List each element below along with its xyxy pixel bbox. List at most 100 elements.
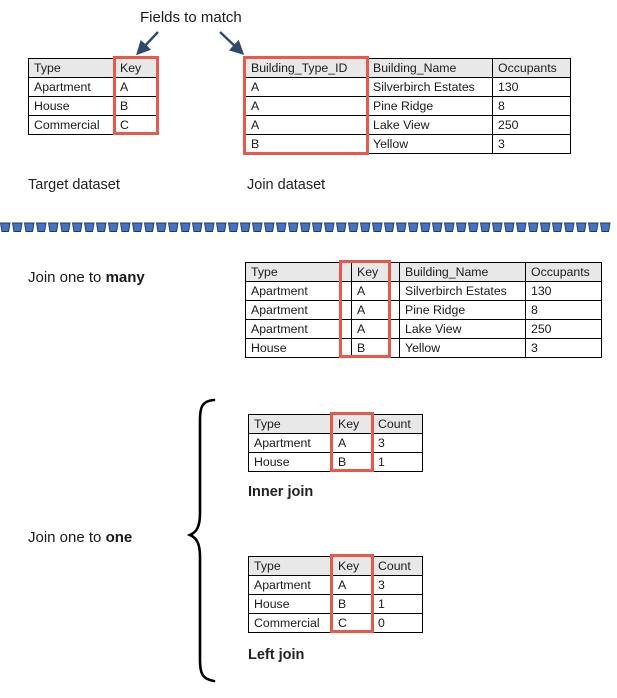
cell: 250 (492, 115, 571, 135)
cell: Apartment (245, 300, 352, 320)
table-row: Apartment A Lake View 250 (245, 319, 602, 339)
column-header: Key (351, 262, 400, 282)
column-header: Occupants (492, 58, 571, 78)
cell: A (245, 77, 368, 97)
cell: 0 (372, 613, 423, 633)
cell: B (332, 594, 373, 614)
cell: B (351, 338, 400, 358)
cell: B (114, 96, 158, 116)
table-row: Commercial C (28, 115, 158, 135)
column-header: Key (114, 58, 158, 78)
section-divider (0, 222, 611, 232)
cell: A (245, 96, 368, 116)
target-dataset-table: Type Key Apartment A House B Commercial … (28, 58, 158, 135)
join-one-to-one-title-prefix: Join one to (28, 529, 106, 546)
table-row: Commercial C 0 (248, 613, 423, 633)
fields-to-match-label: Fields to match (140, 9, 242, 26)
cell: 8 (525, 300, 602, 320)
cell: Apartment (28, 77, 115, 97)
table-row: A Pine Ridge 8 (245, 96, 571, 116)
table-row: A Silverbirch Estates 130 (245, 77, 571, 97)
table-row: Apartment A 3 (248, 433, 423, 453)
one-to-many-table-wrap: Type Key Building_Name Occupants Apartme… (245, 262, 602, 358)
cell: Lake View (399, 319, 526, 339)
cell: Apartment (248, 433, 333, 453)
cell: Pine Ridge (399, 300, 526, 320)
column-header: Count (372, 414, 423, 434)
table-row: B Yellow 3 (245, 134, 571, 154)
cell: Silverbirch Estates (367, 77, 493, 97)
cell: B (245, 134, 368, 154)
cell: A (332, 433, 373, 453)
target-dataset-caption: Target dataset (28, 177, 120, 193)
table-row: House B 1 (248, 452, 423, 472)
left-join-table: Type Key Count Apartment A 3 House B 1 C… (248, 556, 423, 633)
left-join-table-wrap: Type Key Count Apartment A 3 House B 1 C… (248, 556, 423, 633)
column-header: Count (372, 556, 423, 576)
column-header: Type (28, 58, 115, 78)
cell: A (351, 300, 400, 320)
column-header: Occupants (525, 262, 602, 282)
cell: A (351, 281, 400, 301)
inner-join-table: Type Key Count Apartment A 3 House B 1 (248, 414, 423, 472)
cell: 8 (492, 96, 571, 116)
table-row: A Lake View 250 (245, 115, 571, 135)
join-dataset-table: Building_Type_ID Building_Name Occupants… (245, 58, 571, 154)
target-dataset-table-wrap: Type Key Apartment A House B Commercial … (28, 58, 158, 135)
cell: 3 (492, 134, 571, 154)
cell: Apartment (245, 281, 352, 301)
cell: 1 (372, 594, 423, 614)
cell: Yellow (367, 134, 493, 154)
table-row: Apartment A (28, 77, 158, 97)
join-one-to-many-title-emphasis: many (105, 269, 145, 286)
column-header: Key (332, 556, 373, 576)
table-header-row: Type Key Building_Name Occupants (245, 262, 602, 282)
arrow-to-target-key-icon (136, 31, 159, 56)
cell: Silverbirch Estates (399, 281, 526, 301)
cell: House (245, 338, 352, 358)
join-one-to-one-title: Join one to one (28, 530, 132, 545)
left-join-caption: Left join (248, 647, 305, 663)
cell: Yellow (399, 338, 526, 358)
join-dataset-caption: Join dataset (247, 177, 326, 193)
column-header: Key (332, 414, 373, 434)
cell: Lake View (367, 115, 493, 135)
curly-brace-icon (186, 398, 216, 683)
cell: Pine Ridge (367, 96, 493, 116)
inner-join-caption: Inner join (248, 484, 314, 500)
table-row: Apartment A Silverbirch Estates 130 (245, 281, 602, 301)
table-row: House B Yellow 3 (245, 338, 602, 358)
cell: B (332, 452, 373, 472)
cell: C (332, 613, 373, 633)
cell: Apartment (248, 575, 333, 595)
join-one-to-many-title-prefix: Join one to (28, 269, 106, 286)
cell: C (114, 115, 158, 135)
column-header: Type (248, 414, 333, 434)
cell: A (332, 575, 373, 595)
cell: House (248, 594, 333, 614)
cell: A (351, 319, 400, 339)
cell: 3 (372, 433, 423, 453)
cell: 1 (372, 452, 423, 472)
table-row: Apartment A 3 (248, 575, 423, 595)
cell: 130 (525, 281, 602, 301)
column-header: Type (248, 556, 333, 576)
cell: Commercial (28, 115, 115, 135)
cell: 3 (372, 575, 423, 595)
table-row: House B (28, 96, 158, 116)
join-dataset-table-wrap: Building_Type_ID Building_Name Occupants… (245, 58, 571, 154)
column-header: Building_Name (399, 262, 526, 282)
arrow-to-join-key-icon (219, 31, 245, 55)
cell: 250 (525, 319, 602, 339)
cell: A (245, 115, 368, 135)
table-header-row: Type Key Count (248, 414, 423, 434)
table-header-row: Building_Type_ID Building_Name Occupants (245, 58, 571, 78)
column-header: Building_Name (367, 58, 493, 78)
cell: House (248, 452, 333, 472)
join-one-to-many-title: Join one to many (28, 270, 145, 285)
cell: A (114, 77, 158, 97)
table-header-row: Type Key (28, 58, 158, 78)
join-one-to-one-title-emphasis: one (105, 529, 133, 546)
inner-join-table-wrap: Type Key Count Apartment A 3 House B 1 (248, 414, 423, 472)
table-header-row: Type Key Count (248, 556, 423, 576)
